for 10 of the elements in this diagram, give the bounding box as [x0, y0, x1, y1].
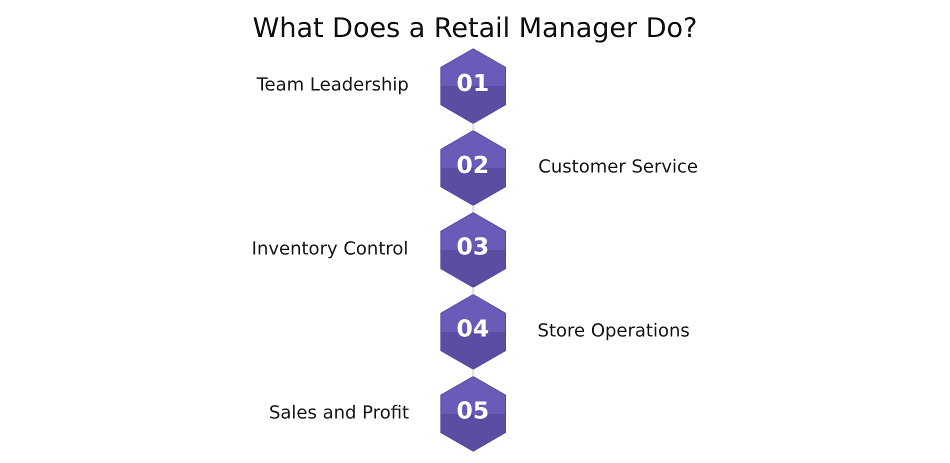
connector	[472, 124, 474, 130]
node-label: Store Operations	[538, 320, 690, 342]
connector	[472, 287, 474, 294]
node-label: Customer Service	[538, 156, 698, 178]
connector	[472, 369, 474, 376]
connector	[472, 205, 474, 212]
node-label: Team Leadership	[256, 74, 409, 96]
node-label: Inventory Control	[252, 238, 408, 260]
node-label: Sales and Profit	[268, 402, 410, 424]
diagram-title: What Does a Retail Manager Do?	[252, 13, 698, 44]
